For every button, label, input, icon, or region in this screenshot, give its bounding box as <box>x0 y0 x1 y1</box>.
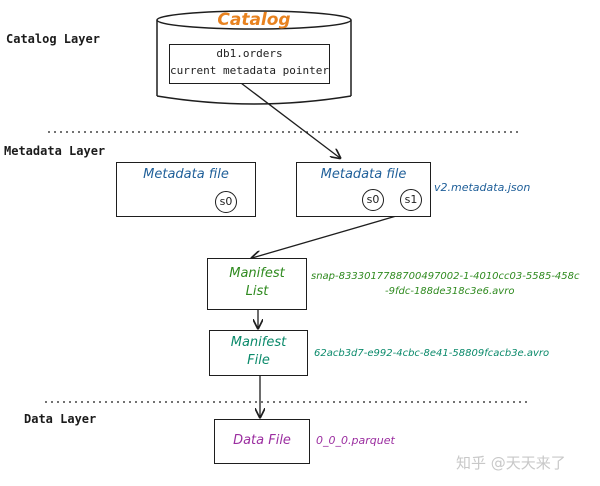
manifest-file-title-line1: Manifest <box>230 335 287 350</box>
manifest-list-filename-line2: -9fdc-188de318c3e6.avro <box>385 286 515 297</box>
metadata-filename: v2.metadata.json <box>434 181 531 194</box>
manifest-list-box: Manifest List <box>207 258 307 310</box>
catalog-cylinder <box>156 10 352 105</box>
catalog-title: Catalog <box>217 10 291 30</box>
metadata-file-old-title: Metadata file <box>143 167 229 182</box>
data-layer-label: Data Layer <box>24 412 97 426</box>
snapshot-s1: s1 <box>400 189 422 211</box>
catalog-entry-box: db1.orders current metadata pointer <box>169 44 330 84</box>
arrow-pointer-to-metadata <box>236 79 340 158</box>
metadata-file-current: Metadata file s0 s1 <box>296 162 431 217</box>
watermark: 知乎 @天天来了 <box>456 454 566 472</box>
metadata-file-current-title: Metadata file <box>320 167 407 182</box>
manifest-list-title-line2: List <box>245 284 269 299</box>
data-file-box: Data File <box>214 419 310 464</box>
snapshot-s0: s0 <box>215 191 237 213</box>
manifest-list-title-line1: Manifest <box>229 266 285 281</box>
metadata-file-old: Metadata file s0 <box>116 162 256 217</box>
manifest-file-title-line2: File <box>247 353 270 368</box>
arrow-s1-to-manifest-list <box>252 211 411 258</box>
metadata-layer-label: Metadata Layer <box>4 144 106 158</box>
catalog-layer-label: Catalog Layer <box>6 32 100 46</box>
snapshot-s0: s0 <box>362 189 384 211</box>
data-file-filename: 0_0_0.parquet <box>316 434 395 447</box>
catalog-table-name: db1.orders <box>216 47 283 60</box>
data-file-title: Data File <box>233 433 291 448</box>
catalog-pointer-label: current metadata pointer <box>170 64 329 77</box>
manifest-file-box: Manifest File <box>209 330 308 376</box>
manifest-list-filename-line1: snap-8333017788700497002-1-4010cc03-5585… <box>311 271 580 282</box>
manifest-file-filename: 62acb3d7-e992-4cbc-8e41-58809fcacb3e.avr… <box>314 348 550 359</box>
